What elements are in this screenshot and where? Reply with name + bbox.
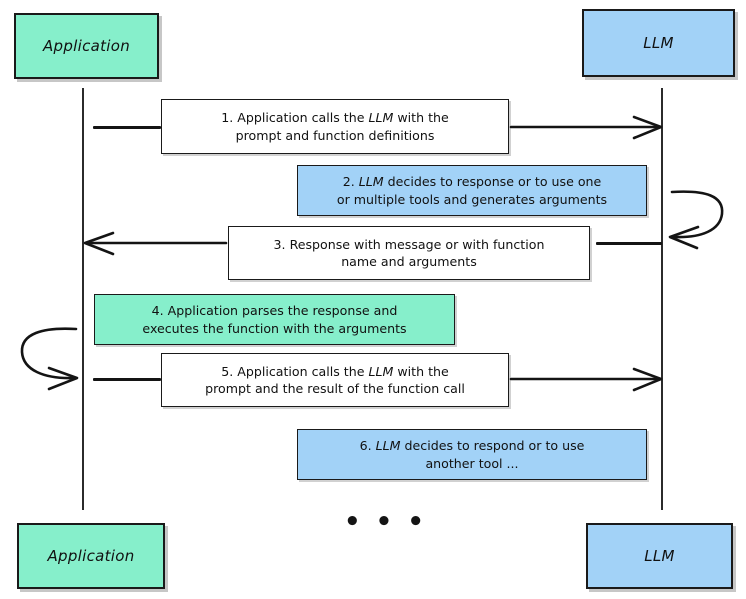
- lifeline-application: [82, 88, 84, 510]
- self-loop-application-step-4: [20, 327, 79, 391]
- actor-application-top[interactable]: Application: [14, 13, 159, 79]
- actor-application-bottom-label: Application: [47, 547, 135, 565]
- message-box-step-3[interactable]: 3. Response with message or with functio…: [228, 226, 590, 280]
- message-box-step-2-text: 2. LLM decides to response or to use one…: [336, 174, 608, 207]
- self-loop-llm-step-2: [668, 190, 724, 250]
- actor-llm-top[interactable]: LLM: [582, 9, 735, 77]
- message-box-step-1[interactable]: 1. Application calls the LLM with the pr…: [161, 99, 509, 154]
- actor-application-bottom[interactable]: Application: [17, 523, 165, 589]
- arrow-step-3-to-application: [83, 231, 228, 256]
- actor-llm-bottom-label: LLM: [644, 547, 675, 565]
- message-box-step-4[interactable]: 4. Application parses the response and e…: [94, 294, 455, 345]
- connector-step-1-left: [93, 126, 161, 129]
- connector-step-3-right: [596, 242, 662, 245]
- arrow-step-5-to-llm: [509, 367, 663, 392]
- llm-emphasis: LLM: [375, 438, 401, 454]
- connector-step-5-left: [93, 378, 161, 381]
- message-box-step-1-text: 1. Application calls the LLM with the pr…: [221, 110, 449, 143]
- message-box-step-3-text: 3. Response with message or with functio…: [273, 236, 545, 269]
- llm-emphasis: LLM: [368, 363, 394, 379]
- message-box-step-6[interactable]: 6. LLM decides to respond or to use anot…: [297, 429, 647, 480]
- llm-emphasis: LLM: [358, 174, 384, 190]
- message-box-step-5[interactable]: 5. Application calls the LLM with the pr…: [161, 353, 509, 407]
- lifeline-llm: [661, 88, 663, 510]
- actor-llm-top-label: LLM: [643, 34, 674, 52]
- continuation-ellipsis: • • •: [344, 507, 427, 537]
- message-box-step-6-text: 6. LLM decides to respond or to use anot…: [359, 438, 585, 471]
- actor-llm-bottom[interactable]: LLM: [586, 523, 733, 589]
- llm-emphasis: LLM: [368, 110, 394, 126]
- message-box-step-2[interactable]: 2. LLM decides to response or to use one…: [297, 165, 647, 216]
- arrow-step-1-to-llm: [509, 115, 663, 140]
- message-box-step-5-text: 5. Application calls the LLM with the pr…: [205, 363, 465, 396]
- actor-application-top-label: Application: [42, 37, 131, 55]
- message-box-step-4-text: 4. Application parses the response and e…: [142, 303, 407, 336]
